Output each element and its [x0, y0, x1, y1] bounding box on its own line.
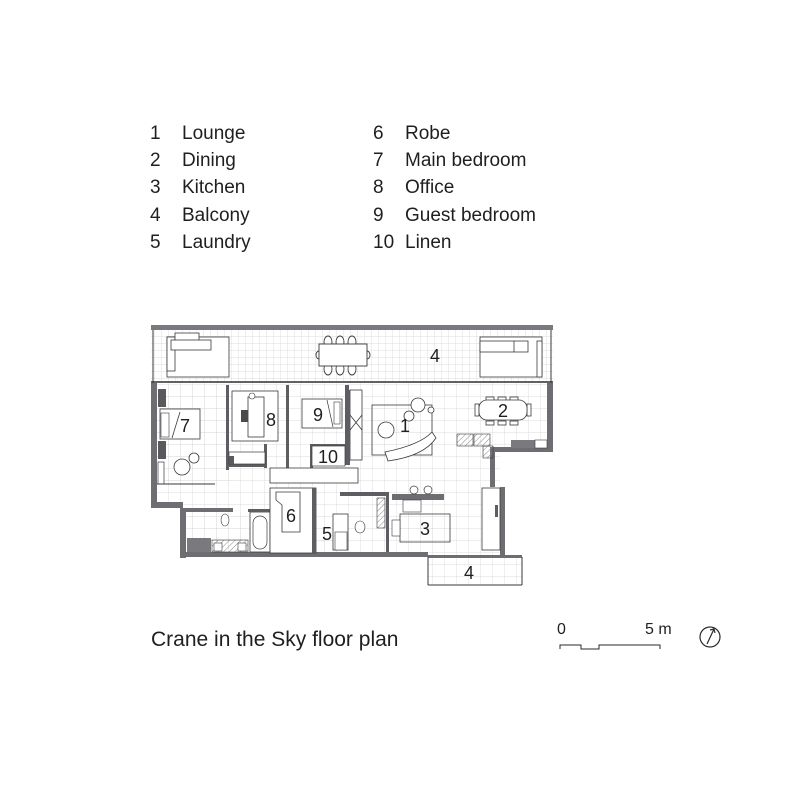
- balcony-bottom: 4: [427, 555, 523, 586]
- room-label-office: 8: [266, 410, 276, 430]
- legend-item-dining: 2 Dining: [150, 147, 251, 174]
- room-guest-bedroom: 9: [301, 398, 343, 429]
- legend-number: 5: [150, 231, 161, 253]
- joinery-unit: [348, 389, 363, 465]
- room-main-bedroom: 7: [157, 385, 235, 485]
- legend-item-kitchen: 3 Kitchen: [150, 174, 251, 201]
- legend-label: Robe: [405, 123, 451, 144]
- storage-blocks: [456, 433, 548, 459]
- scale-bar: [559, 644, 661, 650]
- scale-start-label: 0: [557, 621, 566, 638]
- legend-label: Laundry: [182, 231, 251, 253]
- legend-label: Office: [405, 177, 455, 199]
- legend-number: 8: [373, 177, 384, 199]
- legend-item-lounge: 1 Lounge: [150, 120, 251, 147]
- legend-item-balcony: 4 Balcony: [150, 202, 251, 229]
- balcony-top: 4: [151, 325, 553, 383]
- legend-label: Balcony: [182, 204, 250, 226]
- north-arrow-icon: [699, 626, 721, 648]
- legend-number: 7: [373, 150, 384, 172]
- room-label-main-bedroom: 7: [180, 416, 190, 436]
- legend-number: 6: [373, 123, 384, 144]
- legend-label: Main bedroom: [405, 150, 527, 172]
- legend-item-robe: 6 Robe: [373, 120, 536, 147]
- legend-number: 9: [373, 204, 384, 226]
- balcony-table: [315, 335, 371, 376]
- legend-column-1: 1 Lounge 2 Dining 3 Kitchen 4 Balcony 5 Laund…: [150, 120, 251, 256]
- room-lounge: 1: [371, 397, 437, 462]
- room-label-linen: 10: [318, 447, 338, 467]
- legend-label: Guest bedroom: [405, 204, 536, 226]
- room-robe: 6: [269, 487, 317, 554]
- balcony-sofa-left: [166, 332, 230, 378]
- legend-column-2: 6 Robe 7 Main bedroom 8 Office 9 Guest bedro…: [373, 120, 536, 256]
- room-kitchen: 3: [391, 485, 501, 551]
- legend-item-main-bedroom: 7 Main bedroom: [373, 147, 536, 174]
- legend-number: 1: [150, 123, 161, 144]
- legend-number: 10: [373, 231, 395, 253]
- legend-number: 3: [150, 177, 161, 199]
- exterior-walls: [151, 383, 553, 558]
- legend-label: Kitchen: [182, 177, 246, 199]
- balcony-sofa-right: [479, 336, 543, 378]
- legend-item-office: 8 Office: [373, 174, 536, 201]
- plan-caption: Crane in the Sky floor plan: [151, 628, 399, 651]
- legend-item-linen: 10 Linen: [373, 229, 536, 256]
- room-linen: 10: [311, 445, 346, 467]
- legend-number: 4: [150, 204, 161, 226]
- room-label-balcony-top: 4: [430, 346, 440, 366]
- room-label-dining: 2: [498, 401, 508, 421]
- legend-item-guest-bedroom: 9 Guest bedroom: [373, 202, 536, 229]
- legend-label: Lounge: [182, 123, 246, 144]
- ensuite-bathroom: [183, 508, 274, 553]
- legend-item-laundry: 5 Laundry: [150, 229, 251, 256]
- legend-number: 2: [150, 150, 161, 172]
- room-office: 8: [228, 390, 279, 465]
- room-label-laundry: 5: [322, 524, 332, 544]
- scale-end-label: 5 m: [645, 621, 672, 638]
- hall-bench: [269, 467, 359, 484]
- interior-walls: [226, 385, 349, 470]
- room-label-kitchen: 3: [420, 519, 430, 539]
- room-label-lounge: 1: [400, 416, 410, 436]
- room-label-guest-bedroom: 9: [313, 405, 323, 425]
- room-dining: 2: [474, 396, 532, 426]
- legend-label: Dining: [182, 150, 236, 172]
- room-laundry: 5: [318, 492, 389, 552]
- room-label-balcony-bottom: 4: [464, 563, 474, 583]
- room-label-robe: 6: [286, 506, 296, 526]
- legend-label: Linen: [405, 231, 452, 253]
